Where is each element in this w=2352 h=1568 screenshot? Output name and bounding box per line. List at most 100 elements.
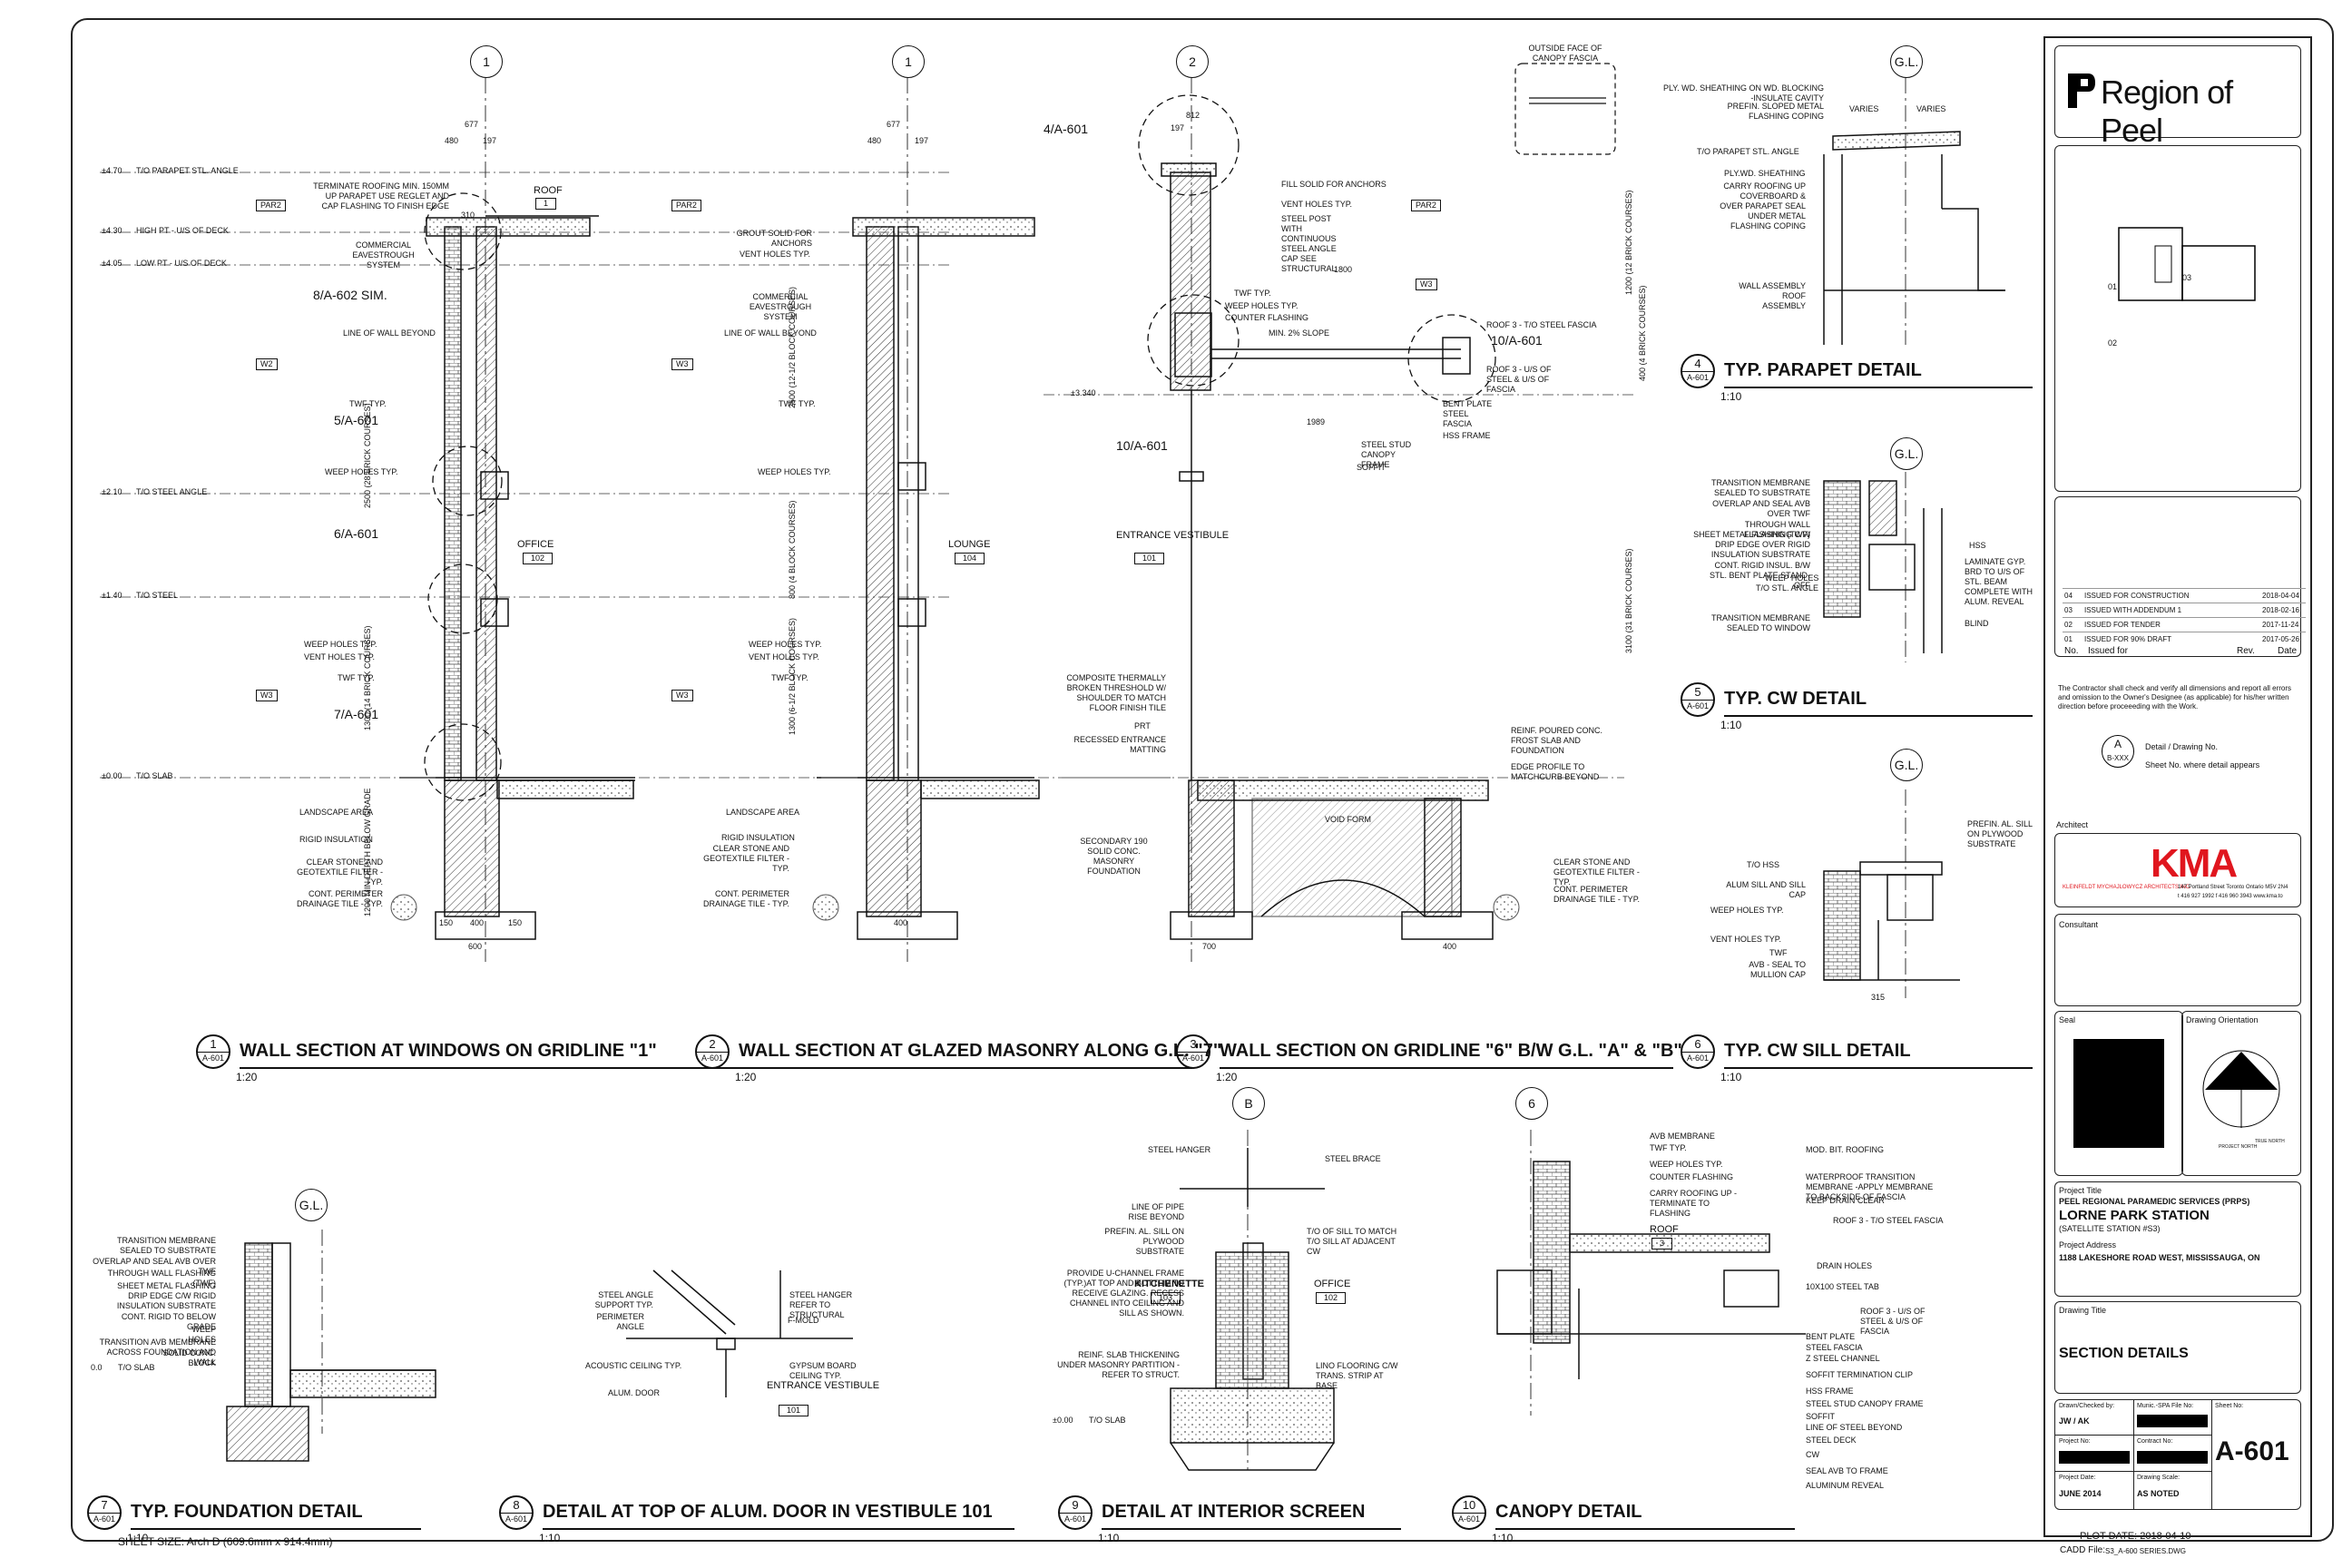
room-number: 101 [1134, 553, 1165, 564]
room-name: ENTRANCE VESTIBULE [1116, 530, 1230, 541]
dimension: 677 [465, 120, 479, 129]
note: TRANSITION MEMBRANE SEALED TO SUBSTRATE [1710, 478, 1810, 497]
detail-reference: 4/A-601 [1044, 122, 1089, 136]
note: TWF TYP. [349, 399, 387, 408]
note: BENT PLATE STEEL FASCIA [1443, 399, 1493, 428]
note: RIGID INSULATION [721, 833, 795, 842]
note: AVB MEMBRANE [1650, 1132, 1715, 1141]
dimension: 3100 (31 BRICK COURSES) [1624, 548, 1633, 653]
note: CW [1806, 1450, 1819, 1459]
note: TWF [1769, 948, 1788, 957]
dimension: 812 [1186, 111, 1200, 120]
note: LINE OF PIPE RISE BEYOND [1128, 1202, 1184, 1221]
note: HSS [1969, 541, 1986, 550]
region-of-peel-logo-icon [2068, 74, 2095, 108]
note: WALL ASSEMBLY ROOF ASSEMBLY [1739, 281, 1806, 310]
dimension: 310 [461, 211, 475, 220]
level-value: ±2.10 [102, 487, 122, 496]
dimension: 400 [1443, 942, 1457, 951]
room-name: ROOF [1650, 1224, 1679, 1235]
note: STEEL HANGER [1148, 1145, 1211, 1154]
note: LINE OF WALL BEYOND [724, 328, 817, 338]
room-number: 102 [1316, 1292, 1347, 1304]
detail-name: TYP. PARAPET DETAIL [1724, 360, 2033, 388]
detail-scale: 1:10 [539, 1532, 561, 1544]
note: STEEL BRACE [1325, 1154, 1381, 1163]
note: AVB - SEAL TO MULLION CAP [1749, 960, 1806, 979]
note: WEEP HOLES [1765, 573, 1819, 583]
scale-label: Drawing Scale: [2137, 1475, 2180, 1481]
contractor-note: The Contractor shall check and verify al… [2058, 684, 2292, 710]
sheet-border [71, 18, 2334, 1542]
detail-scale: 1:10 [1720, 1071, 1742, 1083]
rev-header-rev: Rev. [2237, 646, 2255, 656]
wall-tag: PAR2 [671, 200, 701, 211]
project-panel: Project Title PEEL REGIONAL PARAMEDIC SE… [2054, 1181, 2301, 1297]
detail-scale: 1:20 [1216, 1071, 1238, 1083]
gridline-bubble: G.L. [1890, 749, 1923, 781]
detail-reference: 6/A-601 [334, 526, 379, 541]
note: WEEP HOLES TYP. [325, 467, 398, 476]
note: HSS FRAME [1806, 1387, 1854, 1396]
room-name: OFFICE [1314, 1279, 1351, 1289]
wall-tag: W3 [671, 690, 693, 701]
note: SOFFIT TERMINATION CLIP [1806, 1370, 1914, 1379]
gridline-bubble: G.L. [1890, 45, 1923, 78]
dimension: 1200 (12 BRICK COURSES) [1624, 190, 1633, 295]
dimension: 150 [439, 918, 454, 927]
contract-redacted [2137, 1451, 2208, 1464]
note: STEEL STUD CANOPY FRAME [1361, 440, 1412, 469]
note: TRANSITION MEMBRANE SEALED TO SUBSTRATE [116, 1236, 216, 1255]
note: BENT PLATE [1806, 1332, 1856, 1341]
dimension: 800 (4 BLOCK COURSES) [788, 500, 797, 599]
orientation-panel: Drawing Orientation PROJECT NORTH TRUE N… [2181, 1011, 2301, 1176]
note: CLEAR STONE AND GEOTEXTILE FILTER - TYP. [297, 858, 383, 887]
seal-label: Seal [2059, 1015, 2076, 1024]
note: TWF TYP. [1650, 1143, 1687, 1152]
dimension: 677 [887, 120, 901, 129]
note: DRAIN HOLES [1817, 1261, 1873, 1270]
note: F-MOLD [788, 1316, 819, 1325]
drawing-title-panel: Drawing Title SECTION DETAILS [2054, 1301, 2301, 1394]
room-number: 3 [1651, 1238, 1673, 1250]
scale-value: AS NOTED [2137, 1489, 2180, 1498]
consultant-panel: Consultant [2054, 914, 2301, 1006]
key-plan-diagram [2118, 227, 2256, 301]
note: COMPOSITE THERMALLY BROKEN THRESHOLD W/ … [1066, 673, 1166, 712]
note: EDGE PROFILE TO MATCHCURB BEYOND [1511, 762, 1600, 781]
note: VENT HOLES TYP. [304, 652, 376, 662]
note: SHEET METAL FLASHING C/W DRIP EDGE OVER … [1693, 530, 1810, 559]
drawn-value: JW / AK [2059, 1416, 2090, 1426]
note: REINF. POURED CONC. FROST SLAB AND FOUND… [1511, 726, 1603, 755]
drawing-title-label: Drawing Title [2059, 1306, 2107, 1315]
level-label: T/O SLAB [1089, 1416, 1126, 1425]
note: 10X100 STEEL TAB [1806, 1282, 1879, 1291]
note: WATERPROOF TRANSITION MEMBRANE -APPLY ME… [1806, 1172, 1934, 1201]
note: ALUMINUM REVEAL [1806, 1481, 1885, 1490]
room-number: 103 [1151, 1292, 1181, 1304]
wall-tag: W2 [256, 358, 278, 370]
detail-name: WALL SECTION AT GLAZED MASONRY ALONG G.L… [739, 1041, 1221, 1069]
note: WEEP HOLES TYP. [749, 640, 822, 649]
note: GYPSUM BOARD CEILING TYP. [789, 1361, 857, 1380]
room-number: 101 [779, 1405, 809, 1416]
detail-scale: 1:10 [1720, 390, 1742, 403]
rev-header-issued: Issued for [2088, 646, 2128, 656]
wall-tag: W3 [256, 690, 278, 701]
note: HSS FRAME [1443, 431, 1491, 440]
note: RIGID INSULATION [299, 835, 373, 844]
note: TWF TYP. [771, 673, 808, 682]
room-number: 104 [955, 553, 985, 564]
date-label: Project Date: [2059, 1475, 2096, 1481]
note: LANDSCAPE AREA [726, 808, 800, 817]
note: REINF. SLAB THICKENING UNDER MASONRY PAR… [1057, 1350, 1180, 1379]
seal-panel: Seal [2054, 1011, 2183, 1176]
